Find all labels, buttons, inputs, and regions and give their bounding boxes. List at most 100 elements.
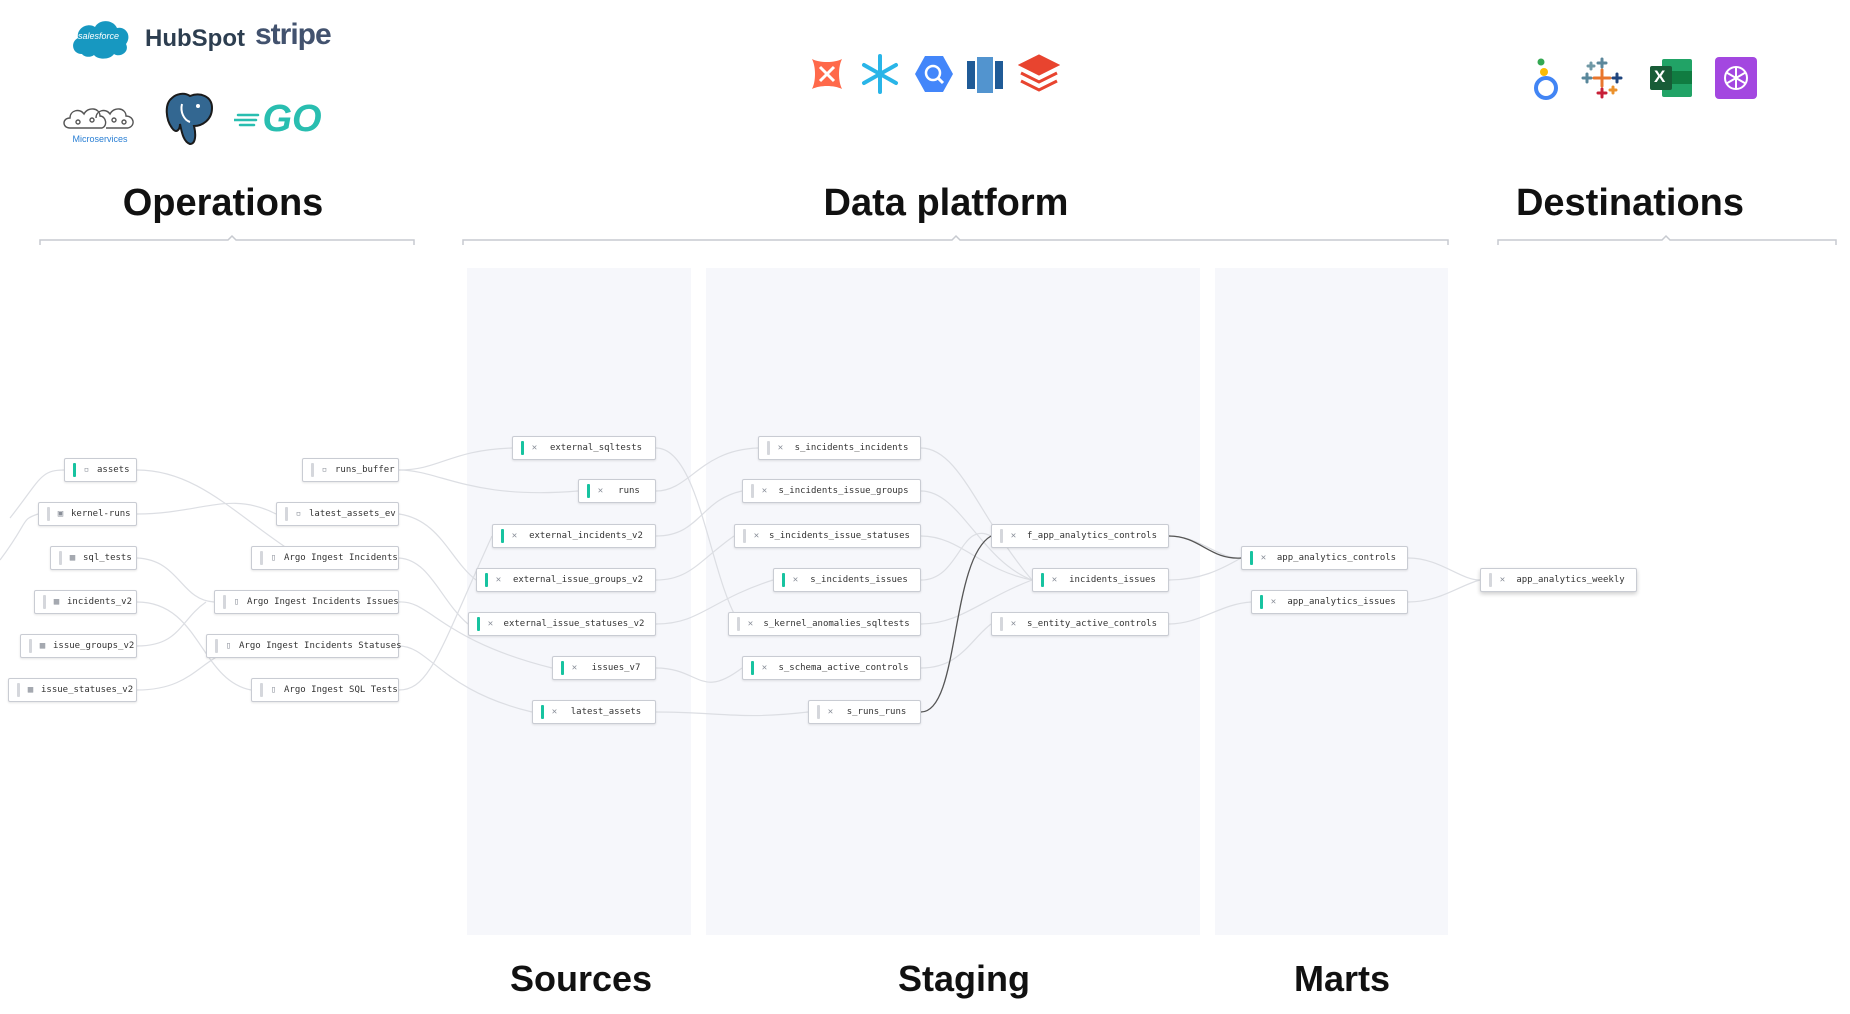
- column-title-marts: Marts: [1293, 958, 1391, 999]
- dbt-model-icon: ✕: [1010, 619, 1017, 629]
- node-staging-1[interactable]: ✕s_incidents_issue_groups: [742, 479, 921, 503]
- status-bar: [43, 595, 46, 609]
- excel-letter: X: [1654, 67, 1666, 86]
- node-ops1-5[interactable]: ▦issue_statuses_v2: [8, 678, 137, 702]
- status-bar: [215, 639, 218, 653]
- dbt-model-icon: ✕: [1010, 531, 1017, 541]
- status-bar: [260, 551, 263, 565]
- dbt-logo: [805, 52, 849, 96]
- model-icon: ▫: [83, 465, 90, 475]
- node-ops2-4[interactable]: ▯Argo Ingest Incidents Statuses: [206, 634, 402, 658]
- dbt-model-icon: ✕: [511, 531, 518, 541]
- stripe-logo: stripe: [255, 18, 332, 51]
- status-bar: [260, 683, 263, 697]
- microservices-label: Microservices: [72, 134, 128, 144]
- node-staging-2[interactable]: ✕s_incidents_issue_statuses: [734, 524, 921, 548]
- dbt-model-icon: ✕: [1499, 575, 1506, 585]
- node-source-6[interactable]: ✕latest_assets: [532, 700, 656, 724]
- openai-logo: [1714, 56, 1758, 100]
- node-ops1-1[interactable]: ▣kernel-runs: [38, 502, 137, 526]
- node-ops2-3[interactable]: ▯Argo Ingest Incidents Issues: [214, 590, 399, 614]
- node-ops1-3[interactable]: ▦incidents_v2: [34, 590, 137, 614]
- node-ops1-0[interactable]: ▫assets: [64, 458, 137, 482]
- dbt-model-icon: ✕: [761, 663, 768, 673]
- model-icon: ▣: [57, 509, 64, 519]
- postgres-elephant-logo: [162, 90, 218, 146]
- status-bar: [311, 463, 314, 477]
- status-bar: [1489, 573, 1492, 587]
- database-icon: ▦: [53, 597, 60, 607]
- status-bar: [29, 639, 32, 653]
- status-bar: [743, 529, 746, 543]
- column-title-sources: Sources: [509, 958, 653, 999]
- node-intermediate-2[interactable]: ✕s_entity_active_controls: [991, 612, 1169, 636]
- node-staging-3[interactable]: ✕s_incidents_issues: [773, 568, 921, 592]
- node-intermediate-1[interactable]: ✕incidents_issues: [1032, 568, 1169, 592]
- status-bar: [521, 441, 524, 455]
- dbt-model-icon: ✕: [597, 486, 604, 496]
- status-bar: [1000, 617, 1003, 631]
- snowflake-logo: [858, 52, 902, 96]
- excel-logo: X: [1648, 56, 1694, 100]
- status-bar: [737, 617, 740, 631]
- status-bar: [1041, 573, 1044, 587]
- status-bar: [1250, 551, 1253, 565]
- node-ops2-2[interactable]: ▯Argo Ingest Incidents: [251, 546, 399, 570]
- section-brackets: [39, 234, 1837, 245]
- dbt-model-icon: ✕: [1051, 575, 1058, 585]
- highlighted-edge-2: [1168, 535, 1242, 559]
- node-ops2-1[interactable]: ▫latest_assets_ev: [276, 502, 399, 526]
- node-source-5[interactable]: ✕issues_v7: [552, 656, 656, 680]
- dbt-model-icon: ✕: [1270, 597, 1277, 607]
- node-intermediate-0[interactable]: ✕f_app_analytics_controls: [991, 524, 1169, 548]
- dbt-model-icon: ✕: [827, 707, 834, 717]
- column-title-staging: Staging: [898, 958, 1030, 999]
- dbt-model-icon: ✕: [761, 486, 768, 496]
- pipeline-icon: ▯: [270, 685, 277, 695]
- database-icon: ▦: [39, 641, 46, 651]
- status-bar: [73, 463, 76, 477]
- status-bar: [477, 617, 480, 631]
- node-staging-0[interactable]: ✕s_incidents_incidents: [758, 436, 921, 460]
- salesforce-logo: salesforce: [68, 16, 132, 60]
- node-ops2-5[interactable]: ▯Argo Ingest SQL Tests: [251, 678, 399, 702]
- status-bar: [59, 551, 62, 565]
- dbt-model-icon: ✕: [747, 619, 754, 629]
- dbt-model-icon: ✕: [495, 575, 502, 585]
- bigquery-logo: [912, 52, 956, 96]
- node-source-1[interactable]: ✕runs: [578, 479, 656, 503]
- sources-column: [467, 268, 691, 935]
- staging-column: [706, 268, 1200, 935]
- section-title-data-platform: Data platform: [823, 182, 1069, 224]
- status-bar: [485, 573, 488, 587]
- status-bar: [1000, 529, 1003, 543]
- section-title-destinations: Destinations: [1515, 182, 1745, 224]
- status-bar: [47, 507, 50, 521]
- dbt-model-icon: ✕: [792, 575, 799, 585]
- file-icon: ▫: [321, 465, 328, 475]
- highlighted-edge: [920, 535, 992, 713]
- node-staging-4[interactable]: ✕s_kernel_anomalies_sqltests: [728, 612, 921, 636]
- node-staging-5[interactable]: ✕s_schema_active_controls: [742, 656, 921, 680]
- status-bar: [751, 484, 754, 498]
- status-bar: [751, 661, 754, 675]
- status-bar: [501, 529, 504, 543]
- status-bar: [1260, 595, 1263, 609]
- node-source-2[interactable]: ✕external_incidents_v2: [492, 524, 656, 548]
- dbt-model-icon: ✕: [531, 443, 538, 453]
- node-ops1-4[interactable]: ▦issue_groups_v2: [20, 634, 137, 658]
- node-ops2-0[interactable]: ▫runs_buffer: [302, 458, 399, 482]
- node-source-3[interactable]: ✕external_issue_groups_v2: [476, 568, 656, 592]
- node-source-0[interactable]: ✕external_sqltests: [512, 436, 656, 460]
- node-staging-6[interactable]: ✕s_runs_runs: [808, 700, 921, 724]
- node-ops1-2[interactable]: ▦sql_tests: [50, 546, 137, 570]
- redshift-logo: [963, 52, 1007, 96]
- node-mart-0[interactable]: ✕app_analytics_controls: [1241, 546, 1408, 570]
- edge-lines: [0, 447, 1481, 717]
- node-mart-1[interactable]: ✕app_analytics_issues: [1251, 590, 1408, 614]
- hubspot-logo: HubSpot: [145, 25, 245, 52]
- dbt-model-icon: ✕: [777, 443, 784, 453]
- looker-logo: [1528, 56, 1564, 100]
- node-destination-0[interactable]: ✕app_analytics_weekly: [1480, 568, 1637, 592]
- node-source-4[interactable]: ✕external_issue_statuses_v2: [468, 612, 656, 636]
